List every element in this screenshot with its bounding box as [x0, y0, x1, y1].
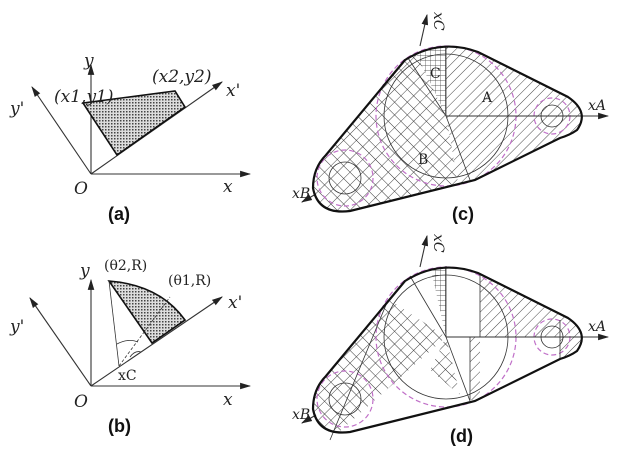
xc-axis: [419, 13, 429, 47]
point-2-label: (x2,y2): [152, 67, 212, 87]
origin-label: O: [74, 179, 88, 199]
divider: [329, 299, 389, 441]
region-b-label: B: [418, 152, 428, 168]
caption-a: (a): [108, 204, 130, 224]
xc-label: xC: [430, 12, 446, 31]
region-diag-lower: [470, 337, 480, 400]
point-2-label: (θ2,R): [104, 258, 147, 274]
x-label: x: [223, 177, 233, 197]
xc-label: xC: [430, 234, 446, 253]
dashed-circle: [316, 149, 374, 207]
xb-axis: [301, 414, 317, 424]
y-prime-label: y': [9, 99, 24, 119]
region-strip: [430, 267, 446, 337]
panel-d: xA xB xC (d): [292, 234, 610, 446]
panel-c: xA xB xC C A B (c): [292, 12, 610, 224]
hole-b: [328, 382, 362, 416]
divider: [407, 57, 447, 117]
panel-b: y (θ2,R) (θ1,R) x' y' O x xC (b): [9, 258, 252, 436]
y-label: y: [83, 51, 94, 71]
caption-d: (d): [450, 426, 473, 446]
x-prime-axis: [90, 296, 223, 387]
xa-label: xA: [588, 319, 606, 335]
region-cross-small: [430, 337, 460, 395]
x-prime-label: x': [226, 81, 240, 101]
caption-c: (c): [452, 204, 474, 224]
xc-axis: [419, 234, 429, 268]
xb-label: xB: [292, 407, 310, 423]
part-outline: [311, 266, 583, 434]
point-1-label: (x1,y1): [54, 87, 114, 107]
divider: [445, 336, 471, 402]
xb-label: xB: [292, 186, 310, 202]
origin-label: O: [74, 392, 88, 412]
region-a-label: A: [481, 90, 493, 106]
caption-b: (b): [108, 416, 131, 436]
y-prime-axis: [29, 297, 92, 387]
angle-arc: [129, 351, 142, 358]
shaded-trapezoid: [81, 90, 187, 157]
panel-a: y (x1,y1) (x2,y2) x' y' O x (a): [9, 51, 252, 224]
divider: [445, 115, 471, 181]
angle-arc: [116, 340, 139, 345]
x-prime-label: x': [228, 293, 242, 313]
shaded-sector: [107, 280, 187, 345]
radius-line: [108, 280, 120, 367]
y-label: y: [79, 261, 90, 281]
region-c-label: C: [430, 66, 441, 82]
bisector-line: [118, 296, 171, 367]
xb-axis: [301, 193, 317, 203]
y-prime-axis: [31, 86, 92, 175]
region-diag-upper: [480, 267, 582, 375]
point-1-label: (θ1,R): [168, 273, 211, 289]
xa-label: xA: [588, 98, 606, 114]
xc-label: xC: [118, 368, 137, 384]
x-label: x: [223, 390, 233, 410]
y-prime-label: y': [9, 317, 24, 337]
region-C: [400, 46, 446, 116]
hole-b: [328, 161, 362, 195]
dashed-circle: [316, 370, 374, 428]
divider: [409, 275, 447, 338]
